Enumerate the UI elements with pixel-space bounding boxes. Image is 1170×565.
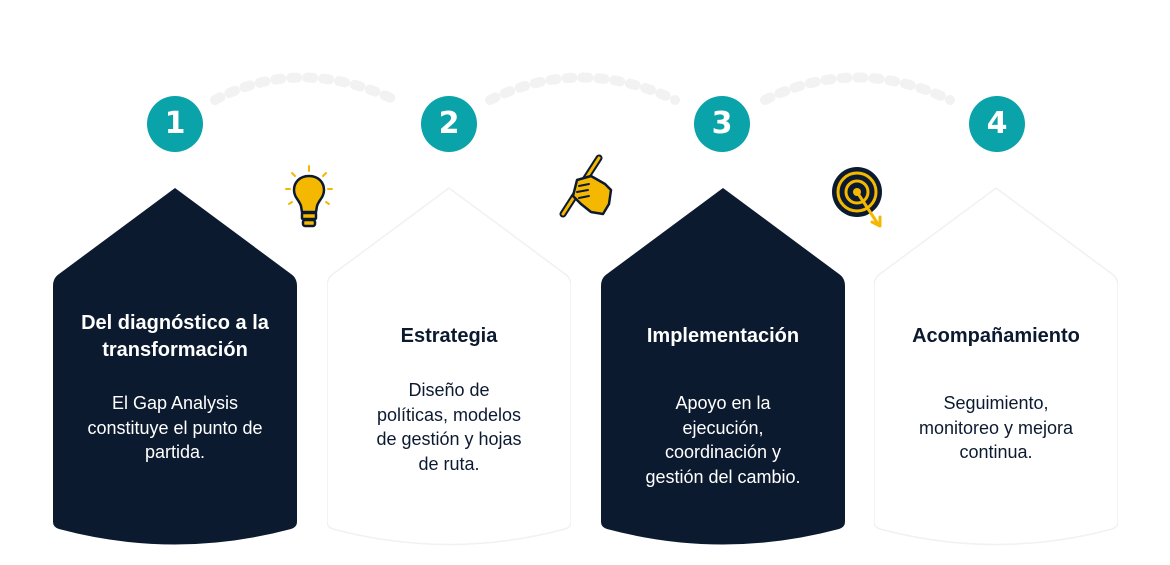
- step-title: Del diagnóstico a la transformación: [81, 312, 269, 361]
- step-number-3: 3: [694, 96, 750, 152]
- step-card-3: Implementación Apoyo en la ejecución, co…: [601, 182, 845, 552]
- step-description: Apoyo en la ejecución, coordinación y ge…: [645, 393, 801, 487]
- step-card-2: Estrategia Diseño de políticas, modelos …: [327, 182, 571, 552]
- step-number-2: 2: [421, 96, 477, 152]
- step-title: Implementación: [646, 325, 800, 347]
- lightbulb-icon: [285, 165, 333, 228]
- card-shape: [601, 188, 845, 545]
- step-description: Diseño de políticas, modelos de gestión …: [376, 380, 522, 474]
- step-card-1: Del diagnóstico a la transformación El G…: [53, 182, 297, 552]
- step-description: El Gap Analysis constituye el punto de p…: [87, 393, 263, 462]
- step-title: Estrategia: [400, 325, 498, 347]
- step-number-4: 4: [969, 96, 1025, 152]
- target-arrow-icon: [832, 167, 882, 228]
- card-shape: [53, 188, 297, 545]
- step-card-4: Acompañamiento Seguimiento, monitoreo y …: [874, 182, 1118, 552]
- step-description: Seguimiento, monitoreo y mejora continua…: [918, 393, 1074, 462]
- step-number-1: 1: [147, 96, 203, 152]
- hand-pen-icon: [559, 154, 613, 218]
- step-title: Acompañamiento: [912, 325, 1080, 347]
